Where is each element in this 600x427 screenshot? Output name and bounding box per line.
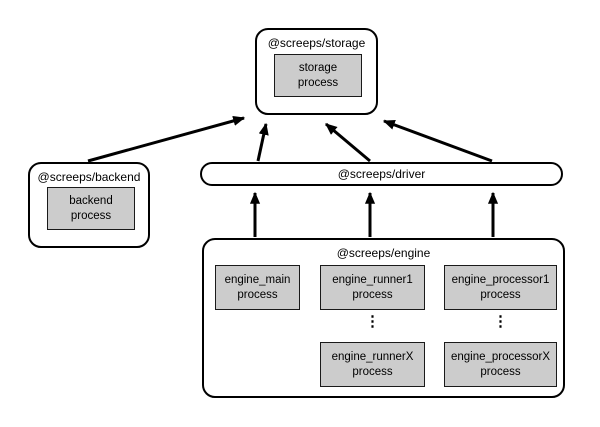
node-engine-processor1-process: engine_processor1 process bbox=[444, 265, 557, 310]
arrow-driver-to-storage-1 bbox=[256, 122, 269, 162]
group-screeps-driver: @screeps/driver bbox=[200, 162, 563, 186]
group-label-engine: @screeps/engine bbox=[336, 246, 431, 260]
group-label-backend: @screeps/backend bbox=[37, 170, 141, 184]
processor-ellipsis: ⋮ bbox=[493, 313, 508, 330]
group-screeps-storage: @screeps/storage storage process bbox=[255, 28, 378, 115]
arrow-driver-to-storage-2 bbox=[325, 122, 371, 163]
group-screeps-engine: @screeps/engine engine_main process engi… bbox=[202, 238, 565, 398]
group-screeps-backend: @screeps/backend backend process bbox=[28, 162, 150, 248]
node-engine-processorx-process: engine_processorX process bbox=[444, 342, 557, 387]
node-backend-process: backend process bbox=[47, 187, 135, 230]
node-engine-runner1-process: engine_runner1 process bbox=[320, 265, 425, 310]
group-label-storage: @screeps/storage bbox=[267, 36, 366, 50]
node-engine-runnerx-process: engine_runnerX process bbox=[320, 342, 425, 387]
arrow-backend-to-storage bbox=[87, 115, 246, 163]
group-label-driver: @screeps/driver bbox=[337, 167, 426, 181]
node-storage-process: storage process bbox=[274, 54, 362, 97]
arrow-driver-to-storage-3 bbox=[382, 119, 493, 163]
runner-ellipsis: ⋮ bbox=[365, 313, 380, 330]
node-engine-main-process: engine_main process bbox=[215, 265, 300, 310]
